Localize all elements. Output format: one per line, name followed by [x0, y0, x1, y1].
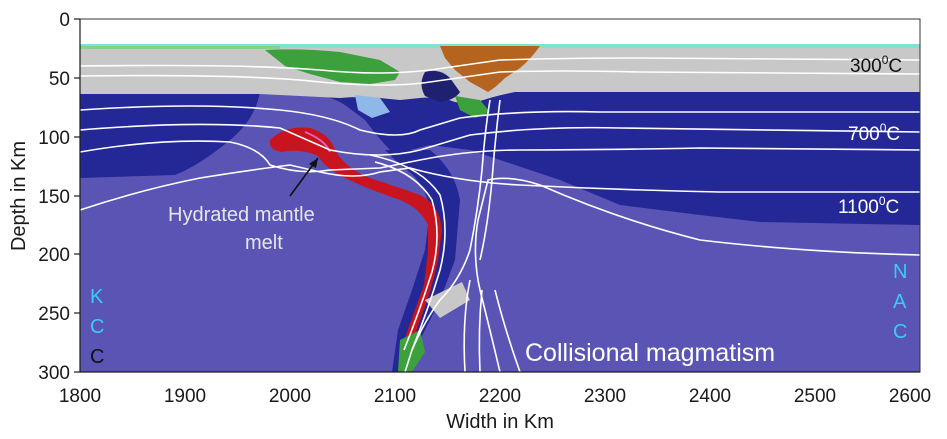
y-tick-label: 100 [38, 128, 70, 149]
iso-unit: C [886, 124, 900, 145]
iso-value: 1100 [838, 197, 879, 218]
right-label-a: A [893, 291, 907, 313]
left-label-c2: C [90, 346, 104, 368]
right-label-n: N [893, 261, 907, 283]
x-tick-label: 2000 [269, 386, 311, 407]
iso-sup: 0 [880, 121, 887, 135]
surface-strip-green [80, 46, 280, 49]
collisional-magmatism-label: Collisional magmatism [525, 339, 775, 367]
isotherm-line [478, 289, 483, 373]
green-sediment [265, 49, 400, 84]
x-axis: 1800 1900 2000 2100 2200 2300 2400 2500 … [59, 371, 931, 433]
y-tick-label: 250 [38, 304, 70, 325]
x-axis-title: Width in Km [446, 411, 554, 433]
x-tick-label: 1900 [164, 386, 206, 407]
isotherm-line [79, 105, 920, 136]
lithospheric-mantle-left [80, 92, 260, 178]
x-tick-label: 2600 [889, 386, 931, 407]
iso-value: 300 [850, 56, 882, 77]
iso-sup: 0 [882, 53, 889, 67]
isotherm-label-1100: 11000C [838, 194, 899, 218]
y-tick-label: 200 [38, 245, 70, 266]
deep-fragment-2 [425, 282, 470, 318]
isotherm-line [79, 140, 921, 173]
x-tick-label: 2500 [794, 386, 836, 407]
hydrated-melt [269, 127, 442, 360]
right-label-c: C [893, 321, 907, 343]
iso-sup: 0 [879, 194, 886, 208]
isotherm-line [404, 99, 491, 373]
isotherm-label-300: 3000C [850, 53, 902, 77]
y-tick-label: 150 [38, 187, 70, 208]
isotherm-lines [79, 57, 921, 373]
x-tick-label: 1800 [59, 386, 101, 407]
sediment-wedge [440, 46, 540, 92]
melt-label-line1: Hydrated mantle [168, 204, 315, 226]
isotherm-line [369, 154, 446, 351]
model-panel: 3000C 7000C 11000C Hydrated mantle melt … [79, 18, 921, 373]
y-axis: 0 50 100 150 200 250 300 Depth in Km [8, 10, 81, 384]
iso-value: 700 [848, 124, 880, 145]
melt-label-line2: melt [245, 232, 283, 254]
y-ticks [74, 18, 80, 373]
isotherm-line [479, 99, 501, 261]
left-label-k: K [90, 286, 104, 308]
subducting-slab [385, 150, 460, 372]
y-tick-label: 300 [38, 363, 70, 384]
isotherm-label-700: 7000C [848, 121, 900, 145]
x-tick-label: 2100 [374, 386, 416, 407]
iso-unit: C [886, 197, 900, 218]
isotherm-line [79, 57, 921, 74]
left-label-c1: C [90, 316, 104, 338]
iso-unit: C [888, 56, 902, 77]
isotherm-line [374, 161, 438, 351]
air-layer [80, 19, 920, 44]
isotherm-line [79, 164, 920, 211]
green-sediment-2 [455, 96, 490, 118]
x-tick-label: 2400 [689, 386, 731, 407]
isotherm-line [463, 279, 471, 373]
y-tick-label: 50 [49, 69, 70, 90]
isotherm-line [79, 70, 921, 86]
y-axis-title: Depth in Km [8, 141, 30, 251]
isotherm-line [494, 289, 521, 373]
light-patch [355, 95, 390, 118]
isotherm-line [474, 177, 921, 373]
melt-arrow-head [309, 158, 318, 168]
x-tick-label: 2200 [479, 386, 521, 407]
y-tick-label: 0 [59, 10, 70, 31]
x-tick-label: 2300 [584, 386, 626, 407]
